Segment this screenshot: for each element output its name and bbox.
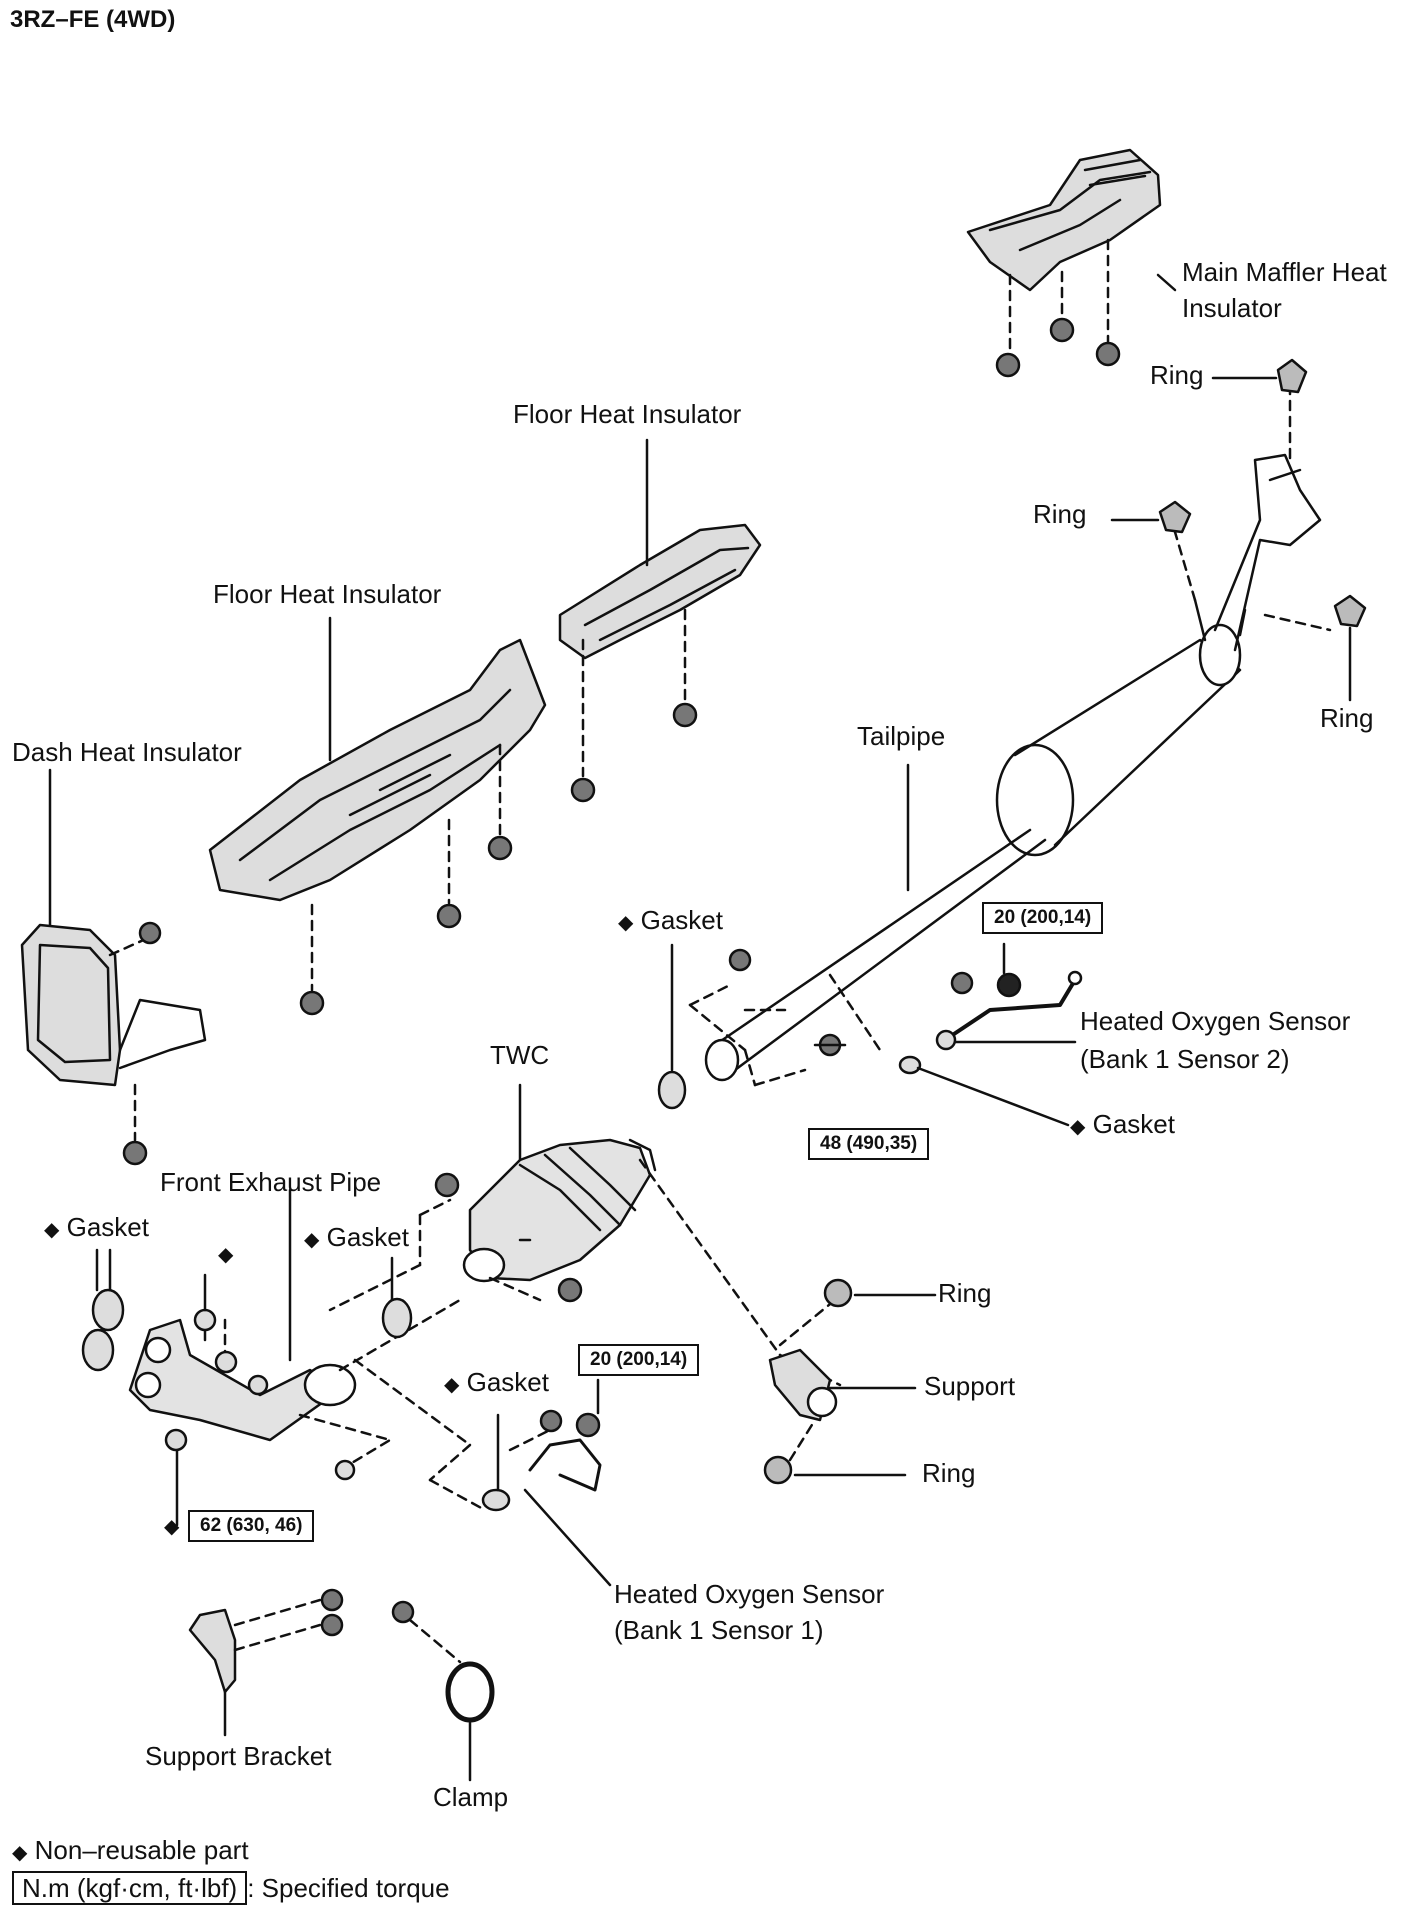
torque-front-pipe: 62 (630, 46)	[188, 1510, 315, 1542]
label-hos1-line1: Heated Oxygen Sensor	[614, 1579, 885, 1609]
label-hos1-line2: (Bank 1 Sensor 1)	[614, 1615, 824, 1645]
label-twc: TWC	[490, 1040, 550, 1070]
floor-heat-insulator-lower	[208, 638, 547, 902]
label-ring-right: Ring	[1320, 703, 1374, 733]
ring-pointer-lines	[1110, 376, 1352, 702]
legend-torque: N.m (kgf·cm, ft·lbf): Specified torque	[12, 1871, 450, 1905]
label-front-exhaust-pipe: Front Exhaust Pipe	[160, 1167, 382, 1197]
label-tailpipe: Tailpipe	[857, 721, 946, 751]
label-hos2-line1: Heated Oxygen Sensor	[1080, 1006, 1351, 1036]
label-ring-support-upper: Ring	[938, 1278, 992, 1308]
label-floor-heat-insulator-upper: Floor Heat Insulator	[513, 399, 742, 429]
tailpipe-assembly	[704, 453, 1322, 1082]
floor-heat-insulator-upper	[558, 523, 762, 660]
front-pipe-gaskets	[81, 1288, 413, 1481]
ring-hangers	[1158, 358, 1367, 628]
torque-sensor2: 20 (200,14)	[982, 902, 1104, 934]
label-gasket-sensor2: ◆ Gasket	[1070, 1109, 1175, 1139]
label-gasket-tailpipe: ◆ Gasket	[618, 905, 723, 935]
label-gasket-left: ◆ Gasket	[44, 1212, 149, 1242]
non-reusable-marker: ◆	[618, 912, 634, 934]
support-bracket-part	[188, 1608, 237, 1737]
clamp-part	[445, 1661, 495, 1782]
label-clamp: Clamp	[433, 1782, 509, 1812]
heated-oxygen-sensor-1	[481, 1378, 612, 1587]
legend-torque-unit: N.m (kgf·cm, ft·lbf)	[12, 1871, 248, 1905]
muffler-insulator-bolts	[995, 317, 1121, 378]
torque-sensor1: 20 (200,14)	[578, 1344, 700, 1376]
main-muffler-heat-insulator	[966, 148, 1162, 292]
label-ring-mid: Ring	[1033, 499, 1087, 529]
label-floor-heat-insulator-lower: Floor Heat Insulator	[213, 579, 442, 609]
label-hos2-line2: (Bank 1 Sensor 2)	[1080, 1044, 1290, 1074]
label-main-muffler-heat-insulator-1: Main Maffler Heat	[1182, 257, 1387, 287]
torque-tailpipe-bolt: 48 (490,35)	[808, 1128, 930, 1160]
label-gasket-middle: ◆ Gasket	[304, 1222, 409, 1252]
label-main-muffler-heat-insulator-2: Insulator	[1182, 293, 1282, 323]
front-exhaust-pipe	[128, 1188, 357, 1442]
non-reusable-marker-front-pipe: ◆	[164, 1516, 180, 1538]
label-support: Support	[924, 1371, 1016, 1401]
diagram-title: 3RZ–FE (4WD)	[10, 6, 176, 33]
dash-heat-insulator	[20, 923, 207, 1087]
legend-torque-desc: : Specified torque	[247, 1873, 450, 1903]
support-hanger	[768, 1293, 937, 1477]
twc-catalytic-converter	[462, 1083, 657, 1283]
legend-non-reusable: ◆ Non–reusable part	[12, 1835, 249, 1865]
tailpipe-gasket	[657, 943, 687, 1110]
non-reusable-marker-bolt: ◆	[218, 1244, 234, 1266]
label-dash-heat-insulator: Dash Heat Insulator	[12, 737, 242, 767]
label-gasket-sensor1: ◆ Gasket	[444, 1367, 549, 1397]
label-ring-top: Ring	[1150, 360, 1204, 390]
label-support-bracket: Support Bracket	[145, 1741, 332, 1771]
label-ring-support-lower: Ring	[922, 1458, 976, 1488]
heated-oxygen-sensor-2	[743, 942, 1083, 1127]
